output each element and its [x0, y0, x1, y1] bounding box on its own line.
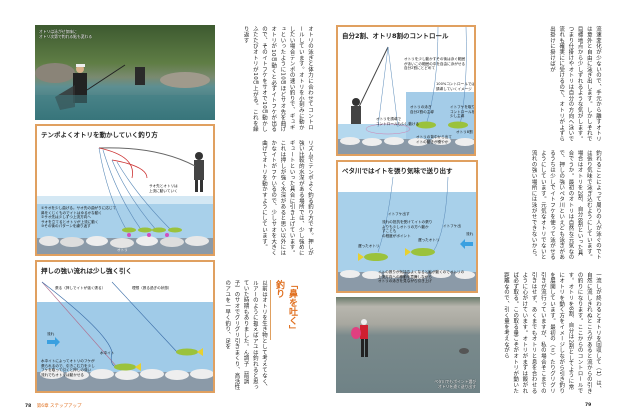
diagram-strong-current: 押しの強い流れは少し強く引く 張る（押しでイトが強く張る） 理想（張る過ぎの状態… — [35, 260, 215, 393]
body-text-1: オトリの泳ぎと体力に合わせてコントロールしています。オトリを小刻みに動かしたい場… — [242, 26, 313, 133]
label-itofuke: イトフケ出す — [388, 212, 410, 216]
label-left: 張る（押しでイトが強く張る） — [55, 286, 106, 290]
fishing-photo-river: オトリは泳がせ気味に オトリ次第で釣れる鮎も変わる — [35, 25, 215, 120]
note-label: オトリ8割 — [456, 130, 473, 134]
note-mid: 100%コントロールではなく 誘導していくイメージ — [436, 82, 476, 91]
label-fish1: 遅ったオトリ — [358, 244, 380, 248]
riverbed-rocks — [37, 236, 213, 254]
diagram-title: ペタ川ではイトを張り気味で送り出す — [342, 167, 453, 175]
label-fish2: 遅ったオトリ — [418, 238, 440, 242]
label-flow: 流れ — [47, 332, 55, 336]
note-water: ①サオを少し曲げる。サオ先の曲がりに応じて 鼻をくじくものでイトはゆるかな動く … — [41, 206, 117, 229]
diagram-control-ratio: 自分2割、オトリ8割のコントロール オトリを少し動かすその後は泳ぐ範囲 があいこ… — [336, 25, 476, 156]
diagram-title: 押しの強い流れは少し強く引く — [41, 267, 132, 275]
note-flat: 流れの抵抗を受けてイトの張り よりも少しオトリの方へ動か すことも の程度がポイ… — [382, 220, 433, 238]
photo-caption: オトリは泳がせ気味に オトリ次第で釣れる鮎も変わる — [39, 29, 93, 39]
chapter-label: 第6章 ステップアップ — [36, 404, 82, 409]
note-left-fish: オトリを誘導で コントロールも少し動ける — [376, 117, 420, 126]
page-footer-left: 78 第6章 ステップアップ — [25, 403, 82, 409]
note-current: 水中イトによってオトリのフケが 張られるので、引きこむ力を少し フケを取って引く… — [41, 359, 95, 377]
diagram-tempo-fishing: テンポよくオトリを動かしていく釣り方 サオ先とオトリは 上流に動いていく ①サオ… — [35, 124, 215, 256]
note-top: オトリを少し動かすその後は泳ぐ範囲 があいこの範囲の中を自由に泳がせる 自分2割… — [404, 57, 466, 71]
diagram-title: 自分2割、オトリ8割のコントロール — [342, 32, 449, 40]
page-number: 78 — [25, 404, 32, 409]
section-heading: 「鼻を吐く」釣り — [270, 280, 299, 340]
ayu-fish — [176, 348, 203, 356]
label-flow: 流れ — [466, 232, 474, 236]
note-fish2: イトフケを取り コントロールを 少し主導 — [450, 105, 476, 119]
diagram-flat-river: ペタ川ではイトを張り気味で送り出す イトフケ出す 流れの抵抗を受けてイトの張り … — [336, 160, 478, 293]
diagram-title: テンポよくオトリを動かしていく釣り方 — [41, 131, 158, 139]
note-bottom: イトの張りが気持ちよくなると鮎が動くのでオトリの 上流方向への移動を意識しながら… — [378, 270, 465, 284]
label-ito: 水中イト — [100, 351, 115, 355]
photo-caption: ペタ川でもポイント選び オトリを遠く送り出す — [434, 379, 476, 389]
ayu-fish — [114, 363, 141, 371]
page-number-right: 79 — [585, 403, 592, 408]
label-itofuke2: イトフケ出 — [443, 224, 461, 228]
note-bottom: オトリ — [117, 248, 128, 252]
flow-arrow-icon — [47, 337, 60, 347]
body-text-right-2: 釣れることによって周りの人が泳ぐのでトは張り気味で泳ぎ込むようにしています。場合… — [530, 150, 601, 261]
body-text-right-1: 流速変化が少ないので、手元から離すオトリは意外と自由に泳ぎ出します。しかしそれで… — [548, 26, 601, 142]
body-text-3: 以前はオトリを生き物として考えてなく、ルアーのように扱えばアユは釣れると思ってい… — [224, 280, 267, 391]
flow-arrow-icon — [460, 239, 473, 249]
note-bottom: オトリの背中から出て イトの動きが穏やか — [416, 135, 452, 144]
fish-group — [122, 227, 182, 237]
body-text-2: リズムでテンポよく釣る釣り方です。押しが強い比較的水深がある場所では、少し強めに… — [260, 140, 313, 256]
angler-figure — [351, 98, 361, 124]
river-scene-illustration — [35, 63, 215, 120]
note-fish1: オトリの泳ぎ 自分2割の主導 — [410, 105, 434, 114]
note-rod: サオ先とオトリは 上流に動いていく — [149, 184, 178, 193]
label-right: 理想（張る過ぎの状態） — [132, 286, 172, 290]
angler-figure — [194, 152, 204, 192]
body-text-right-3: 一流しが終わるとオトリを回収して（1）は、自然に流しきれぬところがあると流からの… — [502, 272, 601, 394]
fishing-photo-flat-river: ペタ川でもポイント選び オトリを遠く送り出す — [336, 297, 480, 393]
